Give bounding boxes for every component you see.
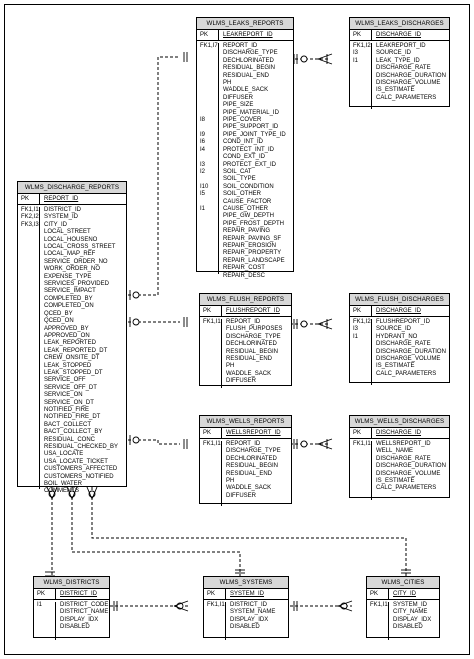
key-column: FK1,I2 I3 I1 <box>350 319 372 385</box>
pk-row: PK FLUSHREPORT_ID <box>200 306 291 317</box>
entity-leaks-reports[interactable]: WLMS_LEAKS_REPORTS PK LEAKREPORT_ID FK1,… <box>196 17 294 279</box>
pk-field: SYSTEM_ID <box>230 591 265 597</box>
field-list: FK1,I1 REPORT_ID DISCHARGE_TYPE DECHLORI… <box>200 439 291 506</box>
entity-districts[interactable]: WLMS_DISTRICTS PK DISTRICT_ID I1 DISTRIC… <box>33 576 110 640</box>
field-column: SYSTEM_ID CITY_NAME DISPLAY_IDX DISABLED <box>393 602 432 631</box>
pk-label: PK <box>200 306 222 316</box>
pk-row: PK DISCHARGE_ID <box>350 306 449 317</box>
diagram-frame <box>4 4 470 655</box>
pk-field: FLUSHREPORT_ID <box>226 308 280 314</box>
field-column: DISTRICT_ID SYSTEM_ID CITY_ID LOCAL_STRE… <box>44 207 119 495</box>
key-column: FK1,I1 FK2,I2 FK3,I3 <box>18 207 40 489</box>
field-list: FK1,I2 I3 I1 LEAKREPORT_ID SOURCE_ID LEA… <box>350 41 449 109</box>
entity-wells-discharges[interactable]: WLMS_WELLS_DISCHARGES PK DISCHARGE_ID FK… <box>349 415 450 500</box>
pk-row: PK DISCHARGE_ID <box>350 30 449 41</box>
field-column: DISTRICT_ID SYSTEM_NAME DISPLAY_IDX DISA… <box>230 602 276 631</box>
field-column: REPORT_ID DISCHARGE_TYPE DECHLORINATED R… <box>223 43 286 279</box>
field-list: FK1,I7 I8 I9 I6 I4 I3 I2 I10 I5 I1 REPOR… <box>197 41 293 279</box>
pk-field: CITY_ID <box>393 591 417 597</box>
field-column: DISTRICT_CODE DISTRICT_NAME DISPLAY_IDX … <box>60 602 109 631</box>
entity-title: WLMS_WELLS_REPORTS <box>200 416 291 428</box>
pk-row: PK SYSTEM_ID <box>204 589 288 600</box>
key-column: I1 <box>34 602 56 640</box>
field-column: WELLSREPORT_ID WELL_NAME DISCHARGE_RATE … <box>376 441 446 492</box>
field-list: FK1,I1 WELLSREPORT_ID WELL_NAME DISCHARG… <box>350 439 449 500</box>
pk-field: LEAKREPORT_ID <box>223 32 273 38</box>
pk-field: WELLSREPORT_ID <box>226 430 281 436</box>
pk-label: PK <box>200 428 222 438</box>
key-column: FK1,I1 <box>200 441 222 506</box>
key-column: FK1,I1 <box>200 319 222 388</box>
field-list: FK1,I1 DISTRICT_ID SYSTEM_NAME DISPLAY_I… <box>204 600 288 640</box>
key-column: FK1,I2 I3 I1 <box>350 43 372 109</box>
pk-label: PK <box>197 30 219 40</box>
entity-flush-discharges[interactable]: WLMS_FLUSH_DISCHARGES PK DISCHARGE_ID FK… <box>349 293 450 385</box>
field-list: I1 DISTRICT_CODE DISTRICT_NAME DISPLAY_I… <box>34 600 109 640</box>
pk-row: PK LEAKREPORT_ID <box>197 30 293 41</box>
pk-label: PK <box>350 428 372 438</box>
pk-label: PK <box>34 589 56 599</box>
field-list: FK1,I1 REPORT_ID FLUSH_PURPOSES DISCHARG… <box>200 317 291 388</box>
entity-title: WLMS_CITIES <box>367 577 439 589</box>
pk-field: DISCHARGE_ID <box>376 32 422 38</box>
entity-title: WLMS_WELLS_DISCHARGES <box>350 416 449 428</box>
key-column: FK1,I7 I8 I9 I6 I4 I3 I2 I10 I5 I1 <box>197 43 219 274</box>
entity-leaks-discharges[interactable]: WLMS_LEAKS_DISCHARGES PK DISCHARGE_ID FK… <box>349 17 450 109</box>
pk-field: REPORT_ID <box>44 196 79 202</box>
entity-title: WLMS_FLUSH_DISCHARGES <box>350 294 449 306</box>
entity-wells-reports[interactable]: WLMS_WELLS_REPORTS PK WELLSREPORT_ID FK1… <box>199 415 292 506</box>
pk-label: PK <box>367 589 389 599</box>
entity-title: WLMS_SYSTEMS <box>204 577 288 589</box>
key-column: FK1,I1 <box>204 602 226 640</box>
entity-title: WLMS_FLUSH_REPORTS <box>200 294 291 306</box>
entity-title: WLMS_DISTRICTS <box>34 577 109 589</box>
pk-field: DISTRICT_ID <box>60 591 98 597</box>
field-column: REPORT_ID FLUSH_PURPOSES DISCHARGE_TYPE … <box>226 319 283 385</box>
pk-field: DISCHARGE_ID <box>376 308 422 314</box>
pk-row: PK DISTRICT_ID <box>34 589 109 600</box>
entity-title: WLMS_DISCHARGE_REPORTS <box>18 182 126 194</box>
pk-row: PK WELLSREPORT_ID <box>200 428 291 439</box>
pk-label: PK <box>204 589 226 599</box>
key-column: FK1,I1 <box>350 441 372 500</box>
pk-label: PK <box>18 194 40 204</box>
pk-label: PK <box>350 30 372 40</box>
pk-row: PK REPORT_ID <box>18 194 126 205</box>
pk-row: PK DISCHARGE_ID <box>350 428 449 439</box>
entity-flush-reports[interactable]: WLMS_FLUSH_REPORTS PK FLUSHREPORT_ID FK1… <box>199 293 292 388</box>
pk-field: DISCHARGE_ID <box>376 430 422 436</box>
entity-discharge-reports[interactable]: WLMS_DISCHARGE_REPORTS PK REPORT_ID FK1,… <box>17 181 127 495</box>
pk-label: PK <box>350 306 372 316</box>
pk-row: PK CITY_ID <box>367 589 439 600</box>
field-column: REPORT_ID DISCHARGE_TYPE DECHLORINATED R… <box>226 441 281 499</box>
entity-systems[interactable]: WLMS_SYSTEMS PK SYSTEM_ID FK1,I1 DISTRIC… <box>203 576 289 640</box>
field-list: FK1,I1 FK2,I2 FK3,I3 DISTRICT_ID SYSTEM_… <box>18 205 126 495</box>
field-list: FK1,I2 I3 I1 FLUSHREPORT_ID SOURCE_ID HY… <box>350 317 449 385</box>
field-list: FK1,I1 SYSTEM_ID CITY_NAME DISPLAY_IDX D… <box>367 600 439 640</box>
entity-title: WLMS_LEAKS_DISCHARGES <box>350 18 449 30</box>
entity-title: WLMS_LEAKS_REPORTS <box>197 18 293 30</box>
field-column: LEAKREPORT_ID SOURCE_ID LEAK_TYPE_ID DIS… <box>376 43 446 101</box>
field-column: FLUSHREPORT_ID SOURCE_ID HYDRANT_NO DISC… <box>376 319 446 377</box>
key-column: FK1,I1 <box>367 602 389 640</box>
entity-cities[interactable]: WLMS_CITIES PK CITY_ID FK1,I1 SYSTEM_ID … <box>366 576 440 640</box>
